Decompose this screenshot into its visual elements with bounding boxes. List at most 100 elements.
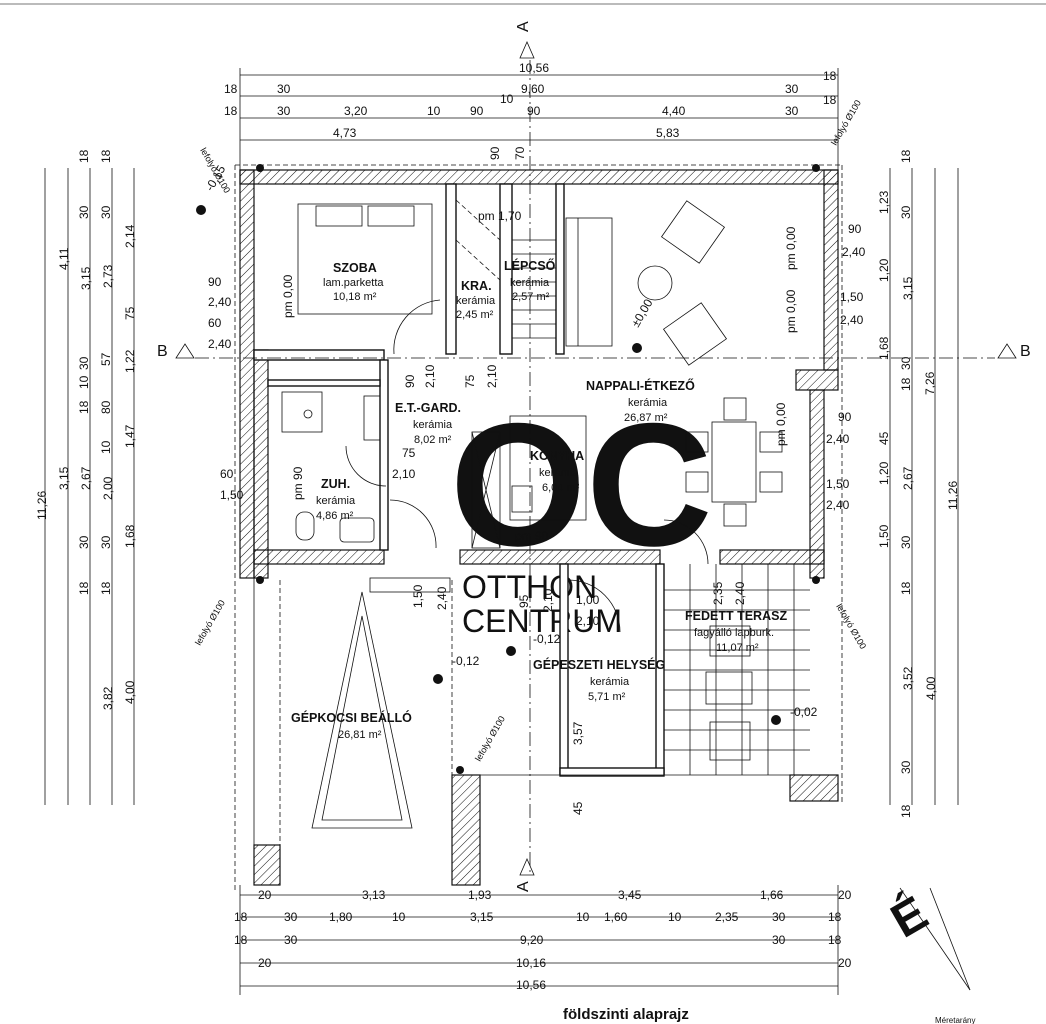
wall-north [239,169,839,185]
win-3-h: 1,50 [220,488,244,502]
dim-left-c2-2: 3,82 [101,686,115,710]
dim-top-vert-0: 90 [488,146,502,160]
win-3-w: 60 [220,467,234,481]
dim-right-c4-2: 1,68 [877,336,891,360]
wall-south-terasz [719,549,825,565]
walls [234,164,843,890]
wall-east-notch [795,369,839,391]
dim-right-c1-0: 11,26 [946,481,960,510]
dim-left-c5-5: 4,00 [123,680,137,704]
door-gep2-h: 2,10 [576,614,600,628]
dim-left-c4-6: 2,00 [101,476,115,500]
dim-top-r3-1: 30 [277,104,291,118]
room-gepeszeti-name: GÉPESZETI HELYSÉG [533,657,665,672]
north-symbol: É [882,886,971,991]
dim-top-r4-1: 5,83 [656,126,680,140]
room-szoba-name: SZOBA [333,261,377,275]
door-garage-w: 1,50 [411,584,425,608]
dims-bottom: 20 3,13 1,93 3,45 1,66 20 18 30 1,80 10 … [234,885,852,995]
watermark-line1: OTTHON [462,569,597,605]
dims-left: 11,26 4,11 3,15 3,82 18 30 3,15 30 10 18… [35,149,137,805]
garage-pier-left [253,844,281,886]
win-7-w: 1,50 [826,477,850,491]
dim-gep-bottom: 45 [571,801,585,815]
level-symbols [196,205,781,725]
door-gep-h: 2,10 [541,588,555,612]
door-garage-h: 2,40 [435,586,449,610]
dim-left-c5-1: 75 [123,306,137,320]
dim-right-c2-0: 7,26 [923,371,937,395]
dim-left-c2-1: 3,15 [57,466,71,490]
dim-bot-r2-8: 2,35 [715,910,739,924]
room-szoba-floor: lam.parketta [323,277,384,289]
dim-left-c3-3: 30 [77,356,91,370]
wall-zuh-east [379,359,389,551]
dim-top-r3-8: 30 [785,104,799,118]
dim-bot-r4-0: 20 [258,956,272,970]
room-kra-floor: kerámia [456,295,496,307]
dim-bot-r2-3: 10 [392,910,406,924]
chair-1 [723,397,747,421]
door-gep-w: 95 [517,594,531,608]
dim-bot-r2-7: 10 [668,910,682,924]
dim-right-c3-7: 18 [899,581,913,595]
dim-gep-height: 3,57 [571,721,585,745]
room-etgard-floor: kerámia [413,419,453,431]
wall-west-inner [253,349,269,579]
dim-left-c2-0: 4,11 [57,247,71,270]
dim-left-c3-7: 30 [77,535,91,549]
door-swing-terasz [663,519,709,565]
room-lepcso-area: 2,57 m² [512,291,550,303]
dim-left-c5-3: 1,47 [123,424,137,448]
chair-2 [723,503,747,527]
dim-right-c4-1: 1,20 [877,258,891,282]
dim-top-r2-4: 18 [823,69,837,83]
room-nappali-floor: kerámia [628,397,668,409]
dim-left-c3-1: 30 [77,205,91,219]
pm-kitchen: pm 90 [515,529,549,543]
wall-south-kitchen [459,549,661,565]
win-5-w: 1,50 [840,290,864,304]
dim-top-r3-9: 18 [823,93,837,107]
win-4-h: 2,40 [842,245,866,259]
stove [511,485,533,513]
armchair-bottom [662,302,728,366]
dim-bot-r5-0: 10,56 [516,978,546,992]
downpipe-3: lefolyó Ø100 [193,598,227,647]
win-5-h: 2,40 [840,313,864,327]
toilet [295,511,315,541]
section-b-right-arrow [997,343,1017,359]
pillow-left [315,205,363,227]
room-terasz-area: 11,07 m² [716,642,759,654]
level-4: -0,12 [533,632,561,646]
room-terasz-name: FEDETT TERASZ [685,609,787,623]
dim-right-c4-0: 1,23 [877,190,891,214]
staircase [455,199,556,339]
dim-right-c4-4: 1,20 [877,461,891,485]
dim-right-c3-2: 3,15 [901,276,915,300]
section-a-top-arrow [519,41,535,59]
dim-bot-r3-0: 18 [234,933,248,947]
dim-top-r2-3: 30 [785,82,799,96]
dim-bot-r2-0: 18 [234,910,248,924]
coffee-table [637,265,673,301]
dim-left-c4-8: 18 [99,581,113,595]
dim-left-c4-0: 18 [99,149,113,163]
dim-bot-r2-1: 30 [284,910,298,924]
door-swing-gep [567,579,621,633]
win-2-h: 2,40 [208,337,232,351]
room-nappali-name: NAPPALI-ÉTKEZŐ [586,378,695,393]
door-etgard-w: 75 [402,446,416,460]
armchair-top [660,200,726,264]
dim-bot-r1-2: 1,93 [468,888,492,902]
room-lepcso-name: LÉPCSŐ [504,258,556,273]
dim-top-r3-7: 4,40 [662,104,686,118]
dim-top-r3-5: 10 [500,92,514,106]
section-b-left: B [157,343,168,360]
pm-window-3: pm 0,00 [784,289,798,333]
pm-window-1: pm 0,00 [281,274,295,318]
chair-5 [759,431,783,453]
level-5: -0,02 [790,705,818,719]
room-lepcso-floor: kerámia [510,277,550,289]
dim-left-c4-4: 80 [99,400,113,414]
